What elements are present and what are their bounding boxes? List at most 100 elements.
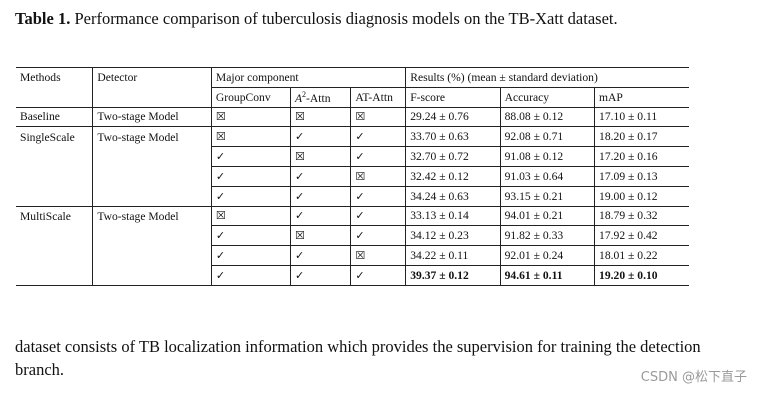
map-cell: 18.01 ± 0.22 (594, 245, 689, 266)
map-cell: 19.00 ± 0.12 (594, 186, 689, 207)
fscore-cell: 32.70 ± 0.72 (405, 146, 501, 167)
map-cell: 17.09 ± 0.13 (594, 166, 689, 187)
map-cell: 17.92 ± 0.42 (594, 225, 689, 247)
at-attn-cell: ☒ (350, 166, 407, 187)
fscore-cell: 34.24 ± 0.63 (405, 186, 501, 207)
header-row-2: GroupConv A2-Attn AT-Attn F-score Accura… (16, 87, 689, 108)
table-row: Baseline Two-stage Model ☒ ☒ ☒ 29.24 ± 0… (16, 107, 689, 128)
map-cell: 17.10 ± 0.11 (594, 107, 689, 128)
accuracy-cell: 88.08 ± 0.12 (500, 107, 596, 128)
fscore-cell: 34.22 ± 0.11 (405, 245, 501, 266)
a2-attn-cell: ☒ (290, 146, 352, 167)
a2-attn-cell: ✓ (290, 206, 352, 227)
detector-cell (92, 146, 212, 167)
header-at-attn: AT-Attn (350, 87, 407, 108)
header-map: mAP (594, 87, 689, 108)
a2-attn-cell: ☒ (290, 225, 352, 247)
at-attn-cell: ✓ (350, 225, 407, 247)
fscore-cell: 33.13 ± 0.14 (405, 206, 501, 227)
groupconv-cell: ☒ (211, 126, 291, 148)
detector-cell (92, 166, 212, 187)
header-methods: Methods (16, 67, 94, 88)
header-major-component: Major component (211, 67, 407, 88)
a2-attn-cell: ✓ (290, 166, 352, 187)
groupconv-cell: ✓ (211, 166, 291, 187)
groupconv-cell: ✓ (211, 146, 291, 167)
header-a2-attn: A2-Attn (290, 87, 352, 108)
detector-cell (92, 225, 212, 246)
table-row: SingleScale Two-stage Model ☒ ✓ ✓ 33.70 … (16, 126, 689, 148)
caption-text: Performance comparison of tuberculosis d… (74, 9, 618, 28)
map-cell-best: 19.20 ± 0.10 (594, 265, 689, 286)
header-detector: Detector (92, 67, 212, 88)
method-cell (16, 265, 94, 286)
accuracy-cell: 91.82 ± 0.33 (500, 225, 596, 247)
at-attn-cell: ☒ (350, 107, 407, 128)
method-cell: Baseline (16, 107, 94, 128)
table-row: ✓ ☒ ✓ 32.70 ± 0.72 91.08 ± 0.12 17.20 ± … (16, 146, 689, 167)
accuracy-cell: 92.01 ± 0.24 (500, 245, 596, 266)
header-results: Results (%) (mean ± standard deviation) (405, 67, 689, 88)
at-attn-cell: ☒ (350, 245, 407, 266)
method-cell (16, 186, 94, 207)
detector-cell (92, 245, 212, 266)
map-cell: 18.79 ± 0.32 (594, 206, 689, 227)
method-cell (16, 146, 94, 167)
a2-attn-cell: ✓ (290, 186, 352, 207)
table-row: ✓ ✓ ☒ 32.42 ± 0.12 91.03 ± 0.64 17.09 ± … (16, 166, 689, 187)
accuracy-cell-best: 94.61 ± 0.11 (500, 265, 596, 286)
table-row: ✓ ✓ ☒ 34.22 ± 0.11 92.01 ± 0.24 18.01 ± … (16, 245, 689, 266)
body-paragraph: dataset consists of TB localization info… (15, 337, 701, 379)
detector-cell (92, 186, 212, 207)
header-fscore: F-score (405, 87, 501, 108)
at-attn-cell: ✓ (350, 265, 407, 286)
results-table: Methods Detector Major component Results… (16, 67, 689, 286)
fscore-cell-best: 39.37 ± 0.12 (405, 265, 501, 286)
groupconv-cell: ☒ (211, 206, 291, 227)
table-row: ✓ ☒ ✓ 34.12 ± 0.23 91.82 ± 0.33 17.92 ± … (16, 225, 689, 247)
header-row-1: Methods Detector Major component Results… (16, 67, 689, 88)
groupconv-cell: ✓ (211, 186, 291, 207)
results-table-wrapper: Methods Detector Major component Results… (16, 67, 689, 286)
a2-attn-cell: ✓ (290, 245, 352, 266)
method-cell (16, 245, 94, 266)
fscore-cell: 29.24 ± 0.76 (405, 107, 501, 128)
at-attn-cell: ✓ (350, 206, 407, 227)
table-row: ✓ ✓ ✓ 39.37 ± 0.12 94.61 ± 0.11 19.20 ± … (16, 265, 689, 286)
a2-attn-cell: ✓ (290, 265, 352, 286)
fscore-cell: 34.12 ± 0.23 (405, 225, 501, 247)
fscore-cell: 32.42 ± 0.12 (405, 166, 501, 187)
groupconv-cell: ✓ (211, 265, 291, 286)
method-cell (16, 225, 94, 246)
header-groupconv: GroupConv (211, 87, 291, 108)
detector-cell: Two-stage Model (92, 206, 212, 226)
a2-attn-cell: ✓ (290, 126, 352, 148)
detector-cell: Two-stage Model (92, 126, 212, 147)
map-cell: 17.20 ± 0.16 (594, 146, 689, 167)
at-attn-cell: ✓ (350, 186, 407, 207)
accuracy-cell: 93.15 ± 0.21 (500, 186, 596, 207)
method-cell: SingleScale (16, 126, 94, 147)
at-attn-cell: ✓ (350, 126, 407, 148)
header-blank (92, 87, 212, 108)
groupconv-cell: ✓ (211, 245, 291, 266)
accuracy-cell: 91.08 ± 0.12 (500, 146, 596, 167)
header-accuracy: Accuracy (500, 87, 596, 108)
accuracy-cell: 94.01 ± 0.21 (500, 206, 596, 227)
accuracy-cell: 91.03 ± 0.64 (500, 166, 596, 187)
map-cell: 18.20 ± 0.17 (594, 126, 689, 148)
header-blank (16, 87, 94, 108)
method-cell (16, 166, 94, 187)
csdn-watermark: CSDN @松下直子 (640, 370, 747, 385)
a2-attn-cell: ☒ (290, 107, 352, 128)
table-caption: Table 1. Performance comparison of tuber… (15, 8, 705, 30)
table-row: MultiScale Two-stage Model ☒ ✓ ✓ 33.13 ±… (16, 206, 689, 227)
accuracy-cell: 92.08 ± 0.71 (500, 126, 596, 148)
table-row: ✓ ✓ ✓ 34.24 ± 0.63 93.15 ± 0.21 19.00 ± … (16, 186, 689, 207)
groupconv-cell: ✓ (211, 225, 291, 247)
method-cell: MultiScale (16, 206, 94, 226)
detector-cell (92, 265, 212, 286)
detector-cell: Two-stage Model (92, 107, 212, 128)
fscore-cell: 33.70 ± 0.63 (405, 126, 501, 148)
groupconv-cell: ☒ (211, 107, 291, 128)
